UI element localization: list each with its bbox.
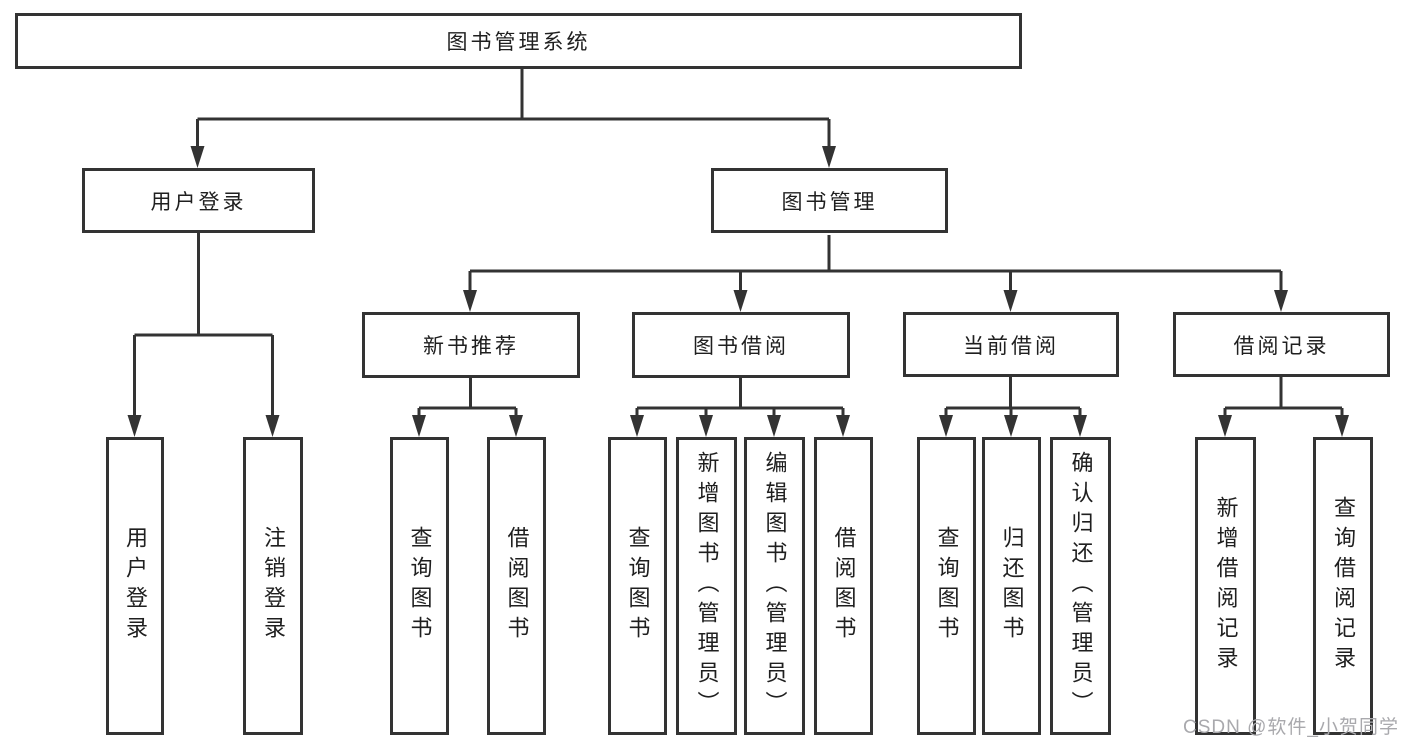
leaf-add-book-admin: 新增图书（管理员） [676,437,737,735]
leaf-borrow-books-borrowing-label: 借阅图书 [831,526,857,646]
node-borrowing-records-label: 借阅记录 [1233,334,1330,358]
node-book-borrowing-label: 图书借阅 [693,335,789,358]
leaf-borrow-books-borrowing: 借阅图书 [814,437,873,735]
leaf-query-books-borrowing: 查询图书 [608,437,667,735]
leaf-add-borrow-record: 新增借阅记录 [1195,437,1256,735]
node-current-borrowing: 当前借阅 [903,312,1119,377]
node-user-login-label: 用户登录 [150,190,247,214]
node-current-borrowing-label: 当前借阅 [963,334,1059,358]
leaf-query-books-borrowing-label: 查询图书 [625,526,651,646]
leaf-user-login-label: 用户登录 [123,526,148,646]
node-user-login: 用户登录 [82,168,315,233]
leaf-query-books-recommend-label: 查询图书 [407,526,433,646]
leaf-confirm-return-admin: 确认归还（管理员） [1050,437,1111,735]
leaf-query-borrow-record: 查询借阅记录 [1313,437,1373,735]
leaf-query-borrow-record-label: 查询借阅记录 [1331,496,1356,676]
leaf-query-books-current: 查询图书 [917,437,976,735]
leaf-borrow-books-recommend: 借阅图书 [487,437,546,735]
node-library-system-root-label: 图书管理系统 [446,31,591,54]
leaf-user-login: 用户登录 [106,437,164,735]
node-library-system-root: 图书管理系统 [15,13,1022,69]
leaf-return-books: 归还图书 [982,437,1041,735]
leaf-edit-book-admin-label: 编辑图书（管理员） [762,451,788,721]
leaf-query-books-recommend: 查询图书 [390,437,449,735]
leaf-confirm-return-admin-label: 确认归还（管理员） [1068,451,1094,721]
leaf-logout: 注销登录 [243,437,303,735]
node-book-management-label: 图书管理 [781,190,878,214]
leaf-add-book-admin-label: 新增图书（管理员） [694,451,720,721]
leaf-edit-book-admin: 编辑图书（管理员） [744,437,805,735]
leaf-add-borrow-record-label: 新增借阅记录 [1213,496,1239,676]
leaf-borrow-books-recommend-label: 借阅图书 [504,526,530,646]
leaf-return-books-label: 归还图书 [999,526,1025,646]
node-book-management: 图书管理 [711,168,948,233]
node-borrowing-records: 借阅记录 [1173,312,1390,377]
node-new-book-recommend: 新书推荐 [362,312,580,378]
leaf-query-books-current-label: 查询图书 [934,526,960,646]
node-book-borrowing: 图书借阅 [632,312,850,378]
csdn-watermark: CSDN @软件_小贺同学 [1183,717,1399,738]
leaf-logout-label: 注销登录 [261,526,286,646]
node-new-book-recommend-label: 新书推荐 [423,335,519,358]
